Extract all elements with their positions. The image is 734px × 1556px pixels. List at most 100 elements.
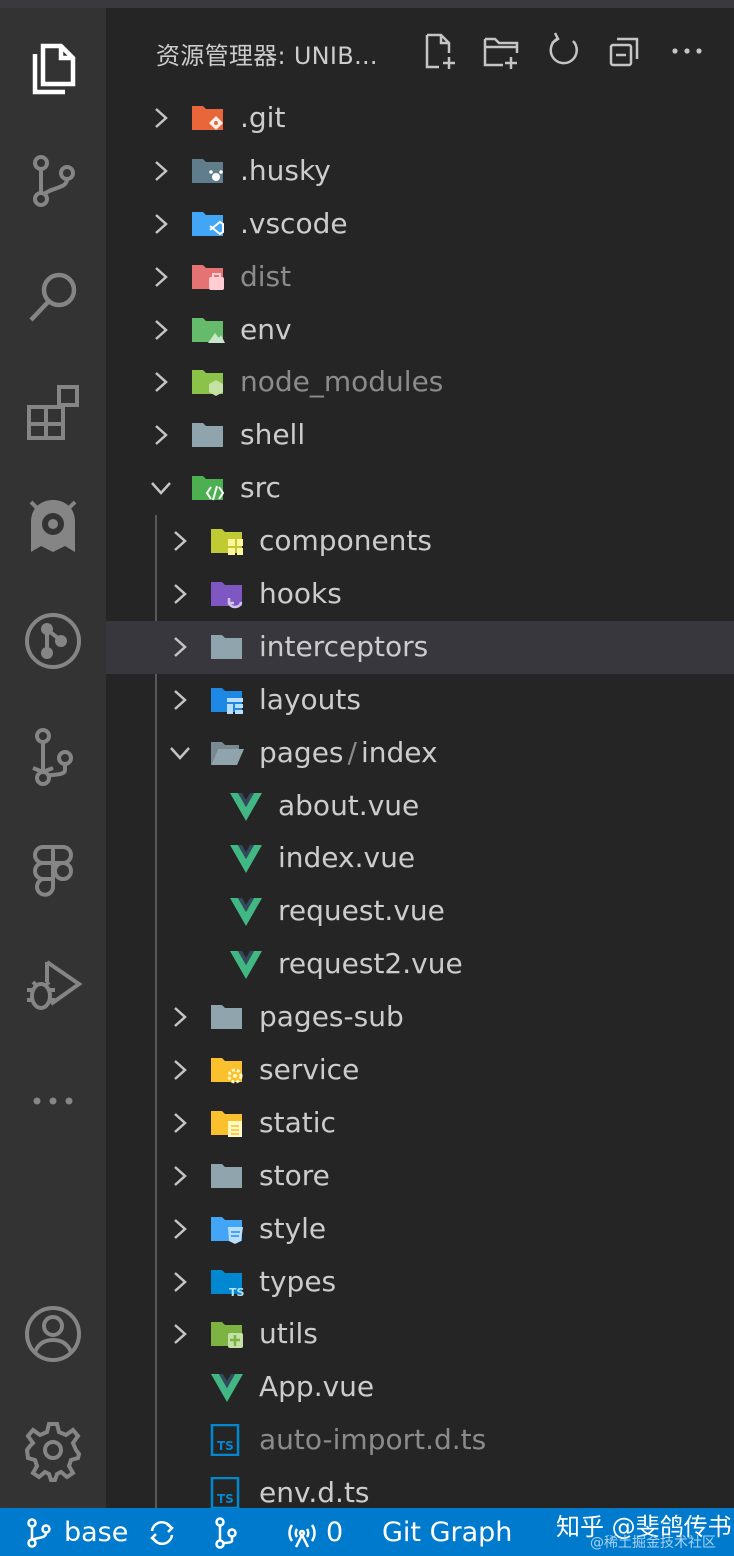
refresh-icon[interactable] — [540, 28, 586, 74]
folder-item[interactable]: src — [106, 462, 734, 515]
file-item[interactable]: request.vue — [106, 885, 734, 938]
tree-item-label: request2.vue — [278, 947, 463, 980]
chevron-right-icon[interactable] — [167, 687, 193, 713]
settings-icon[interactable] — [13, 1410, 93, 1490]
chevron-right-icon[interactable] — [167, 1321, 193, 1347]
branches-icon[interactable] — [13, 716, 93, 796]
tree-item-name-compact: index — [360, 735, 438, 769]
folder-item[interactable]: pages-sub — [106, 991, 734, 1044]
folder-item[interactable]: service — [106, 1044, 734, 1097]
folder-item[interactable]: static — [106, 1097, 734, 1150]
sync-icon[interactable] — [146, 1517, 178, 1549]
chevron-down-icon[interactable] — [167, 740, 193, 766]
chevron-right-icon[interactable] — [148, 369, 174, 395]
folder-item[interactable]: .husky — [106, 145, 734, 198]
search-icon[interactable] — [13, 256, 93, 336]
folder-item[interactable]: .git — [106, 92, 734, 145]
branch-name[interactable]: base — [64, 1517, 129, 1548]
watermark: 知乎 @斐鸽传书 — [556, 1513, 732, 1541]
folder-open-icon — [211, 741, 244, 765]
folder-item[interactable]: layouts — [106, 674, 734, 727]
account-icon[interactable] — [13, 1294, 93, 1374]
git-graph-button[interactable]: Git Graph — [382, 1517, 513, 1548]
chevron-right-icon[interactable] — [167, 581, 193, 607]
figma-icon[interactable] — [13, 831, 93, 911]
extensions-icon[interactable] — [13, 371, 93, 451]
tree-item-name: utils — [259, 1317, 318, 1351]
folder-icon — [211, 1163, 242, 1188]
file-item[interactable]: index.vue — [106, 832, 734, 885]
folder-item[interactable]: TS types — [106, 1256, 734, 1309]
chevron-right-icon[interactable] — [167, 1004, 193, 1030]
more-actions-icon[interactable] — [664, 28, 710, 74]
folder-item[interactable]: style — [106, 1203, 734, 1256]
folder-item[interactable]: components — [106, 515, 734, 568]
indent-guide — [155, 515, 157, 1508]
collapse-all-icon[interactable] — [602, 28, 648, 74]
folder-item[interactable]: hooks — [106, 568, 734, 621]
folder-item[interactable]: env — [106, 304, 734, 357]
git-branches-status-icon[interactable] — [210, 1517, 242, 1549]
chevron-right-icon[interactable] — [167, 634, 193, 660]
tree-item-name: .husky — [240, 153, 331, 187]
folder-item[interactable]: utils — [106, 1308, 734, 1361]
chevron-right-icon[interactable] — [148, 264, 174, 290]
source-control-icon[interactable] — [13, 141, 93, 221]
chevron-right-icon[interactable] — [148, 211, 174, 237]
tree-item-label: pages-sub — [259, 1000, 404, 1033]
chevron-right-icon[interactable] — [148, 158, 174, 184]
activity-bar — [0, 8, 106, 1508]
chevron-right-icon[interactable] — [148, 422, 174, 448]
explorer-header: 资源管理器: UNIB... — [106, 8, 734, 94]
more-icon[interactable] — [13, 1061, 93, 1141]
folder-item[interactable]: shell — [106, 409, 734, 462]
folder-dist-icon — [192, 264, 224, 290]
tree-item-label: shell — [240, 418, 305, 451]
tree-item-name: service — [259, 1053, 360, 1087]
tree-item-label: dist — [240, 260, 291, 293]
new-file-icon[interactable] — [416, 28, 462, 74]
tree-item-label: about.vue — [278, 789, 419, 822]
ports-icon[interactable] — [286, 1517, 318, 1549]
tree-item-name: about.vue — [278, 788, 420, 822]
file-item[interactable]: App.vue — [106, 1361, 734, 1414]
chevron-down-icon[interactable] — [148, 475, 174, 501]
chevron-right-icon[interactable] — [167, 528, 193, 554]
folder-item[interactable]: dist — [106, 251, 734, 304]
file-item[interactable]: about.vue — [106, 780, 734, 833]
folder-item[interactable]: interceptors — [106, 620, 734, 674]
folder-item[interactable]: pages/index — [106, 727, 734, 780]
explorer-icon[interactable] — [13, 26, 93, 106]
chevron-right-icon[interactable] — [148, 105, 174, 131]
chevron-right-icon[interactable] — [167, 1216, 193, 1242]
folder-item[interactable]: store — [106, 1150, 734, 1203]
branch-icon[interactable] — [22, 1517, 54, 1549]
git-graph-icon[interactable] — [13, 601, 93, 681]
run-debug-icon[interactable] — [13, 946, 93, 1026]
tree-item-label: types — [259, 1265, 336, 1298]
chevron-right-icon[interactable] — [148, 317, 174, 343]
status-bar: base 0 Git Graph — [0, 1508, 734, 1556]
tree-item-name: App.vue — [259, 1370, 375, 1404]
ports-count[interactable]: 0 — [326, 1517, 344, 1548]
new-folder-icon[interactable] — [478, 28, 524, 74]
chevron-right-icon[interactable] — [167, 1269, 193, 1295]
folder-husky-icon — [192, 158, 223, 183]
chevron-right-icon[interactable] — [167, 1057, 193, 1083]
tree-item-label: .husky — [240, 154, 331, 187]
ghost-icon[interactable] — [13, 486, 93, 566]
folder-hooks-icon — [211, 582, 243, 609]
tree-item-label: components — [259, 524, 432, 557]
tree-item-label: .git — [240, 101, 285, 134]
folder-item[interactable]: .vscode — [106, 198, 734, 251]
chevron-right-icon[interactable] — [167, 1110, 193, 1136]
tree-item-label: node_modules — [240, 365, 443, 398]
file-item[interactable]: request2.vue — [106, 938, 734, 991]
chevron-right-icon[interactable] — [167, 1163, 193, 1189]
folder-item[interactable]: node_modules — [106, 356, 734, 409]
svg-text:TS: TS — [229, 1286, 245, 1298]
tree-item-label: request.vue — [278, 894, 445, 927]
tree-item-name: index.vue — [278, 841, 416, 875]
